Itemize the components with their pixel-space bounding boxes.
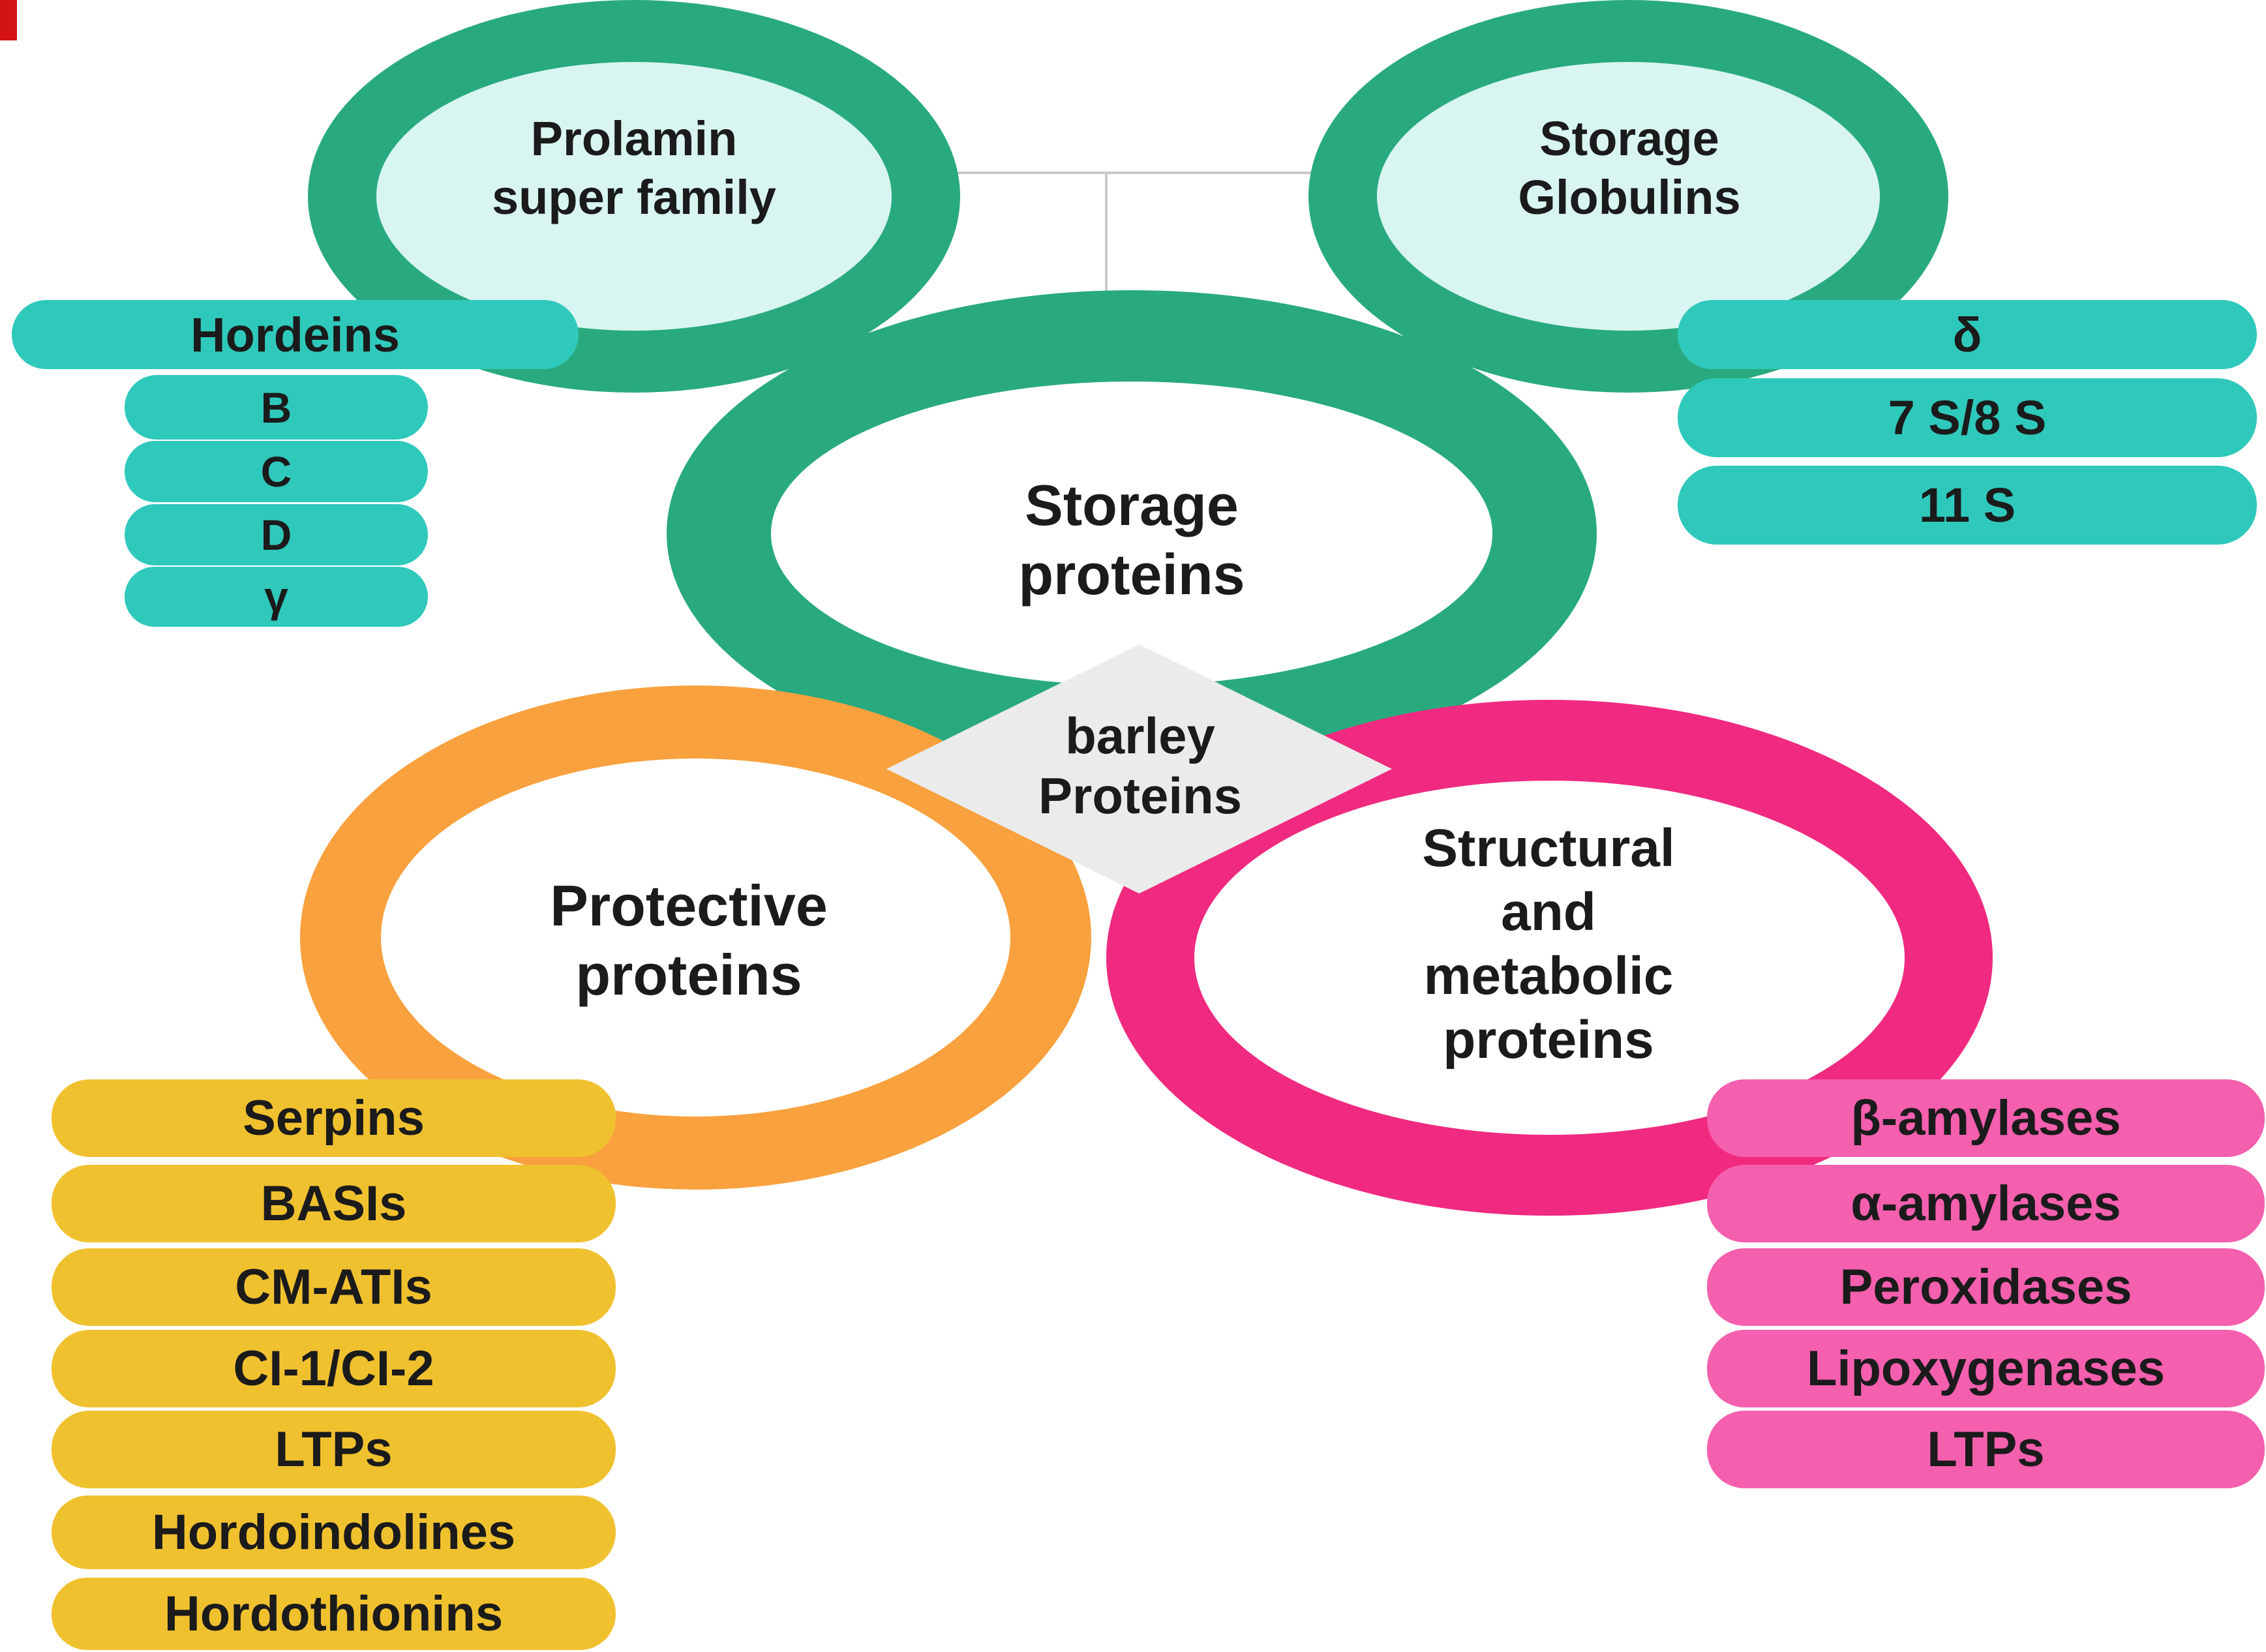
pill-label: Hordothionins <box>164 1586 504 1642</box>
label-line: Protective <box>550 873 828 938</box>
prolamin-label: Prolamin super family <box>406 110 862 227</box>
protective-item-pill: Hordoindolines <box>52 1495 616 1569</box>
corner-artifact <box>0 0 17 40</box>
label-line: proteins <box>1443 1010 1654 1070</box>
pill-label: δ <box>1952 307 1982 362</box>
hordeins-header-pill: Hordeins <box>12 300 579 369</box>
protective-item-pill: CM-ATIs <box>52 1248 616 1326</box>
connector-line-horizontal <box>952 172 1311 174</box>
label-line: proteins <box>575 942 802 1007</box>
pill-label: α-amylases <box>1851 1176 2121 1231</box>
storage-globulins-inner <box>1377 62 1880 331</box>
pill-label: LTPs <box>275 1422 393 1477</box>
pill-label: B <box>260 383 292 432</box>
label-line: Prolamin <box>530 112 738 166</box>
label-line: and <box>1501 882 1596 942</box>
protective-item-pill: Serpins <box>52 1079 616 1157</box>
pill-label: CM-ATIs <box>235 1259 432 1315</box>
structural-proteins-inner <box>1194 781 1905 1135</box>
pill-label: Hordeins <box>190 307 400 362</box>
label-line: barley <box>1065 707 1215 764</box>
pill-label: β-amylases <box>1851 1090 2121 1146</box>
globulin-type-pill: 7 S/8 S <box>1678 378 2257 457</box>
pill-label: Peroxidases <box>1839 1259 2132 1315</box>
hordein-item-pill: B <box>125 375 428 440</box>
globulin-type-pill: δ <box>1678 300 2257 369</box>
label-line: Storage <box>1539 112 1719 166</box>
pill-label: 7 S/8 S <box>1888 391 2047 445</box>
protective-item-pill: Hordothionins <box>52 1578 616 1650</box>
globulin-type-pill: 11 S <box>1678 466 2257 545</box>
structural-item-pill: Lipoxygenases <box>1707 1330 2265 1407</box>
pill-label: Serpins <box>243 1090 425 1146</box>
prolamin-inner <box>376 62 892 331</box>
label-line: Storage <box>1025 473 1239 537</box>
structural-proteins-label: Structural and metabolic proteins <box>1288 817 1809 1072</box>
protective-proteins-label: Protective proteins <box>428 871 950 1010</box>
pill-label: LTPs <box>1927 1422 2045 1477</box>
pill-label: γ <box>264 573 288 621</box>
storage-globulins-label: Storage Globulins <box>1401 110 1858 227</box>
pill-label: D <box>260 511 292 559</box>
storage-proteins-inner <box>771 382 1492 685</box>
pill-label: C <box>260 447 292 496</box>
connector-line-vertical <box>1105 172 1108 302</box>
label-line: Structural <box>1422 818 1675 878</box>
structural-item-pill: Peroxidases <box>1707 1248 2265 1326</box>
hordein-item-pill: γ <box>125 567 428 627</box>
pill-label: BASIs <box>260 1176 407 1231</box>
pill-label: Hordoindolines <box>151 1505 516 1560</box>
structural-item-pill: LTPs <box>1707 1411 2265 1488</box>
protective-item-pill: CI-1/CI-2 <box>52 1330 616 1407</box>
barley-proteins-center-label: barley Proteins <box>944 706 1336 826</box>
pill-label: CI-1/CI-2 <box>233 1341 434 1396</box>
pill-label: 11 S <box>1918 478 2016 532</box>
pill-label: Lipoxygenases <box>1806 1341 2166 1396</box>
label-line: Globulins <box>1518 170 1741 224</box>
protective-proteins-inner <box>381 758 1010 1117</box>
label-line: proteins <box>1018 542 1245 607</box>
label-line: metabolic <box>1423 946 1674 1006</box>
protective-item-pill: LTPs <box>52 1411 616 1488</box>
label-line: Proteins <box>1038 767 1243 824</box>
protective-item-pill: BASIs <box>52 1165 616 1242</box>
storage-proteins-label: Storage proteins <box>871 471 1393 609</box>
structural-item-pill: β-amylases <box>1707 1079 2265 1157</box>
structural-item-pill: α-amylases <box>1707 1165 2265 1242</box>
hordein-item-pill: C <box>125 441 428 502</box>
label-line: super family <box>492 170 776 224</box>
hordein-item-pill: D <box>125 504 428 565</box>
